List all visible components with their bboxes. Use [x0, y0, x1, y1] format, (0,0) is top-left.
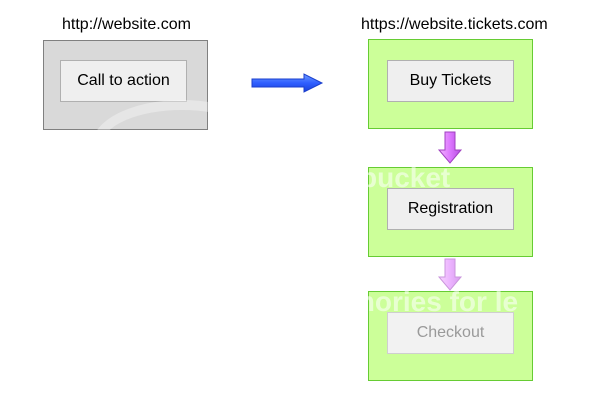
down-arrow-icon [437, 131, 463, 164]
target-url-label: https://website.tickets.com [361, 16, 548, 33]
call-to-action-button[interactable]: Call to action [60, 60, 187, 102]
source-url-label: http://website.com [62, 16, 191, 33]
buy-tickets-button[interactable]: Buy Tickets [387, 60, 514, 102]
checkout-button[interactable]: Checkout [387, 312, 514, 354]
registration-button[interactable]: Registration [387, 188, 514, 230]
down-arrow-icon [437, 258, 463, 291]
right-arrow-icon [251, 73, 324, 93]
